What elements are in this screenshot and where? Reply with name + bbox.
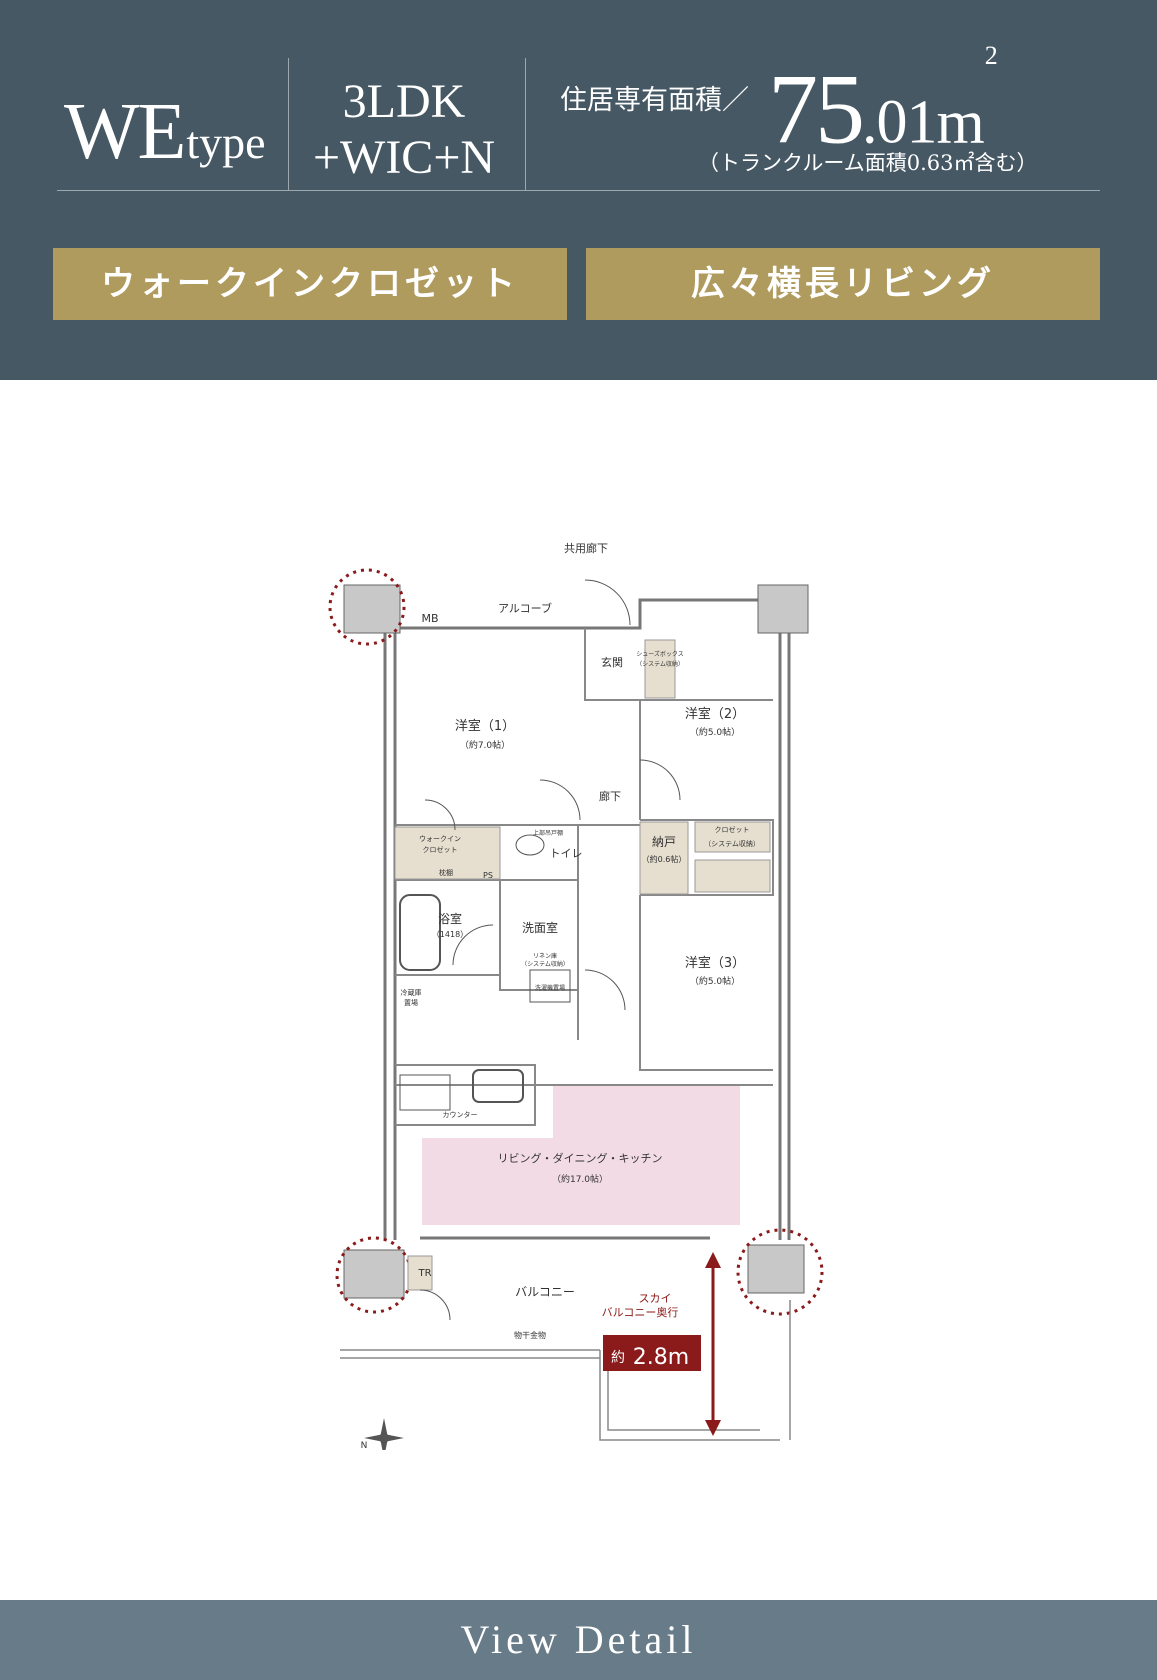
label-ldk-size: （約17.0帖） [552, 1173, 608, 1185]
compass-icon [364, 1418, 404, 1450]
stove [399, 1074, 451, 1111]
label-room3: 洋室（3） [685, 955, 745, 971]
label-room2: 洋室（2） [685, 706, 745, 722]
label-shoe-box: シューズボックス [636, 650, 684, 658]
outer-walls [383, 598, 791, 1240]
label-linen: リネン庫 [533, 952, 557, 960]
layout-line-2: +WIC+N [312, 131, 496, 184]
feature-badge-walk-in-closet: ウォークインクロゼット [53, 248, 567, 320]
label-closet: クロゼット [715, 825, 750, 834]
label-balcony: バルコニー [515, 1285, 575, 1299]
label-fridge: 冷蔵庫 [401, 988, 422, 997]
balcony-railing [340, 1300, 791, 1441]
label-mb: MB [421, 612, 438, 625]
label-north: N [361, 1441, 368, 1450]
label-counter: カウンター [443, 1110, 478, 1119]
label-toilet: トイレ [550, 847, 583, 860]
label-shelf: 枕棚 [439, 868, 453, 877]
label-washroom: 洗面室 [522, 920, 558, 935]
label-fridge-2: 置場 [404, 998, 418, 1007]
header-divider [525, 58, 526, 190]
label-bath-size: （1418） [432, 930, 468, 939]
label-washer: 洗濯機置場 [535, 984, 565, 992]
area-label: 住居専有面積／ [560, 85, 749, 116]
label-entrance: 玄関 [601, 655, 623, 669]
label-room3-size: （約5.0帖） [690, 975, 740, 987]
shoe-box [644, 639, 676, 699]
label-linen-sub: （システム収納） [521, 960, 569, 968]
toilet-fixture [515, 834, 545, 856]
view-detail-button[interactable]: View Detail [0, 1600, 1157, 1680]
depth-value: 2.8m [633, 1345, 689, 1370]
interior-walls [395, 628, 774, 1126]
column [747, 1244, 805, 1294]
label-ps: PS [483, 871, 493, 880]
trunk-room [407, 1255, 433, 1291]
depth-badge [603, 1335, 701, 1371]
door-swings [419, 579, 681, 1321]
depth-arrow [705, 1252, 721, 1436]
label-wic2: クロゼット [423, 845, 458, 854]
label-wic: ウォークイン [419, 835, 461, 843]
feature-badge-wide-living: 広々横長リビング [586, 248, 1100, 320]
plan-labels: 共用廊下 アルコーブ MB 玄関 シューズボックス （システム収納） 洋室（1）… [361, 541, 760, 1450]
depth-prefix: 約 [611, 1350, 625, 1366]
floor-plan: 共用廊下 アルコーブ MB 玄関 シューズボックス （システム収納） 洋室（1）… [328, 541, 824, 1450]
bathtub [399, 894, 441, 971]
label-shoe-box-sub: （システム収納） [636, 660, 684, 668]
column [757, 584, 809, 634]
layout-line-1: 3LDK [342, 75, 466, 128]
washer-space [529, 969, 571, 1003]
label-room2-size: （約5.0帖） [690, 726, 740, 738]
sink [472, 1069, 524, 1103]
label-sky-depth: バルコニー奥行 [602, 1305, 679, 1319]
column [343, 584, 401, 634]
area-value: 75.01m2 [768, 41, 998, 165]
area-note: （トランクルーム面積0.63㎡含む） [698, 151, 1038, 175]
label-hall: 廊下 [599, 789, 621, 803]
label-nando-size: （約0.6帖） [642, 854, 687, 864]
label-system-storage: （システム収納） [704, 839, 760, 848]
label-nando: 納戸 [652, 835, 676, 849]
label-bath: 浴室 [438, 911, 462, 926]
label-room1-size: （約7.0帖） [460, 739, 510, 751]
label-corridor: 共用廊下 [564, 541, 608, 555]
layout-type: 3LDK +WIC+N [292, 74, 516, 186]
header-divider [288, 58, 289, 190]
label-sky: スカイ [639, 1292, 672, 1305]
walk-in-closet [394, 826, 501, 880]
nando-storage [639, 821, 689, 895]
label-ldk: リビング・ダイニング・キッチン [498, 1151, 663, 1165]
label-laundry: 物干金物 [514, 1330, 546, 1340]
ldk-highlight [422, 1085, 740, 1225]
header-panel: WEtype 3LDK +WIC+N 住居専有面積／ 75.01m2 （トランク… [0, 0, 1157, 380]
label-room1: 洋室（1） [455, 718, 515, 734]
label-tr: TR [417, 1268, 431, 1279]
closet-room3 [694, 859, 771, 893]
column [343, 1249, 405, 1299]
closet-room2 [694, 821, 771, 853]
unit-type: WEtype [64, 88, 266, 176]
label-toilet-shelf: 上部吊戸棚 [533, 829, 563, 837]
label-alcove: アルコーブ [498, 601, 552, 615]
header-rule [57, 190, 1100, 191]
